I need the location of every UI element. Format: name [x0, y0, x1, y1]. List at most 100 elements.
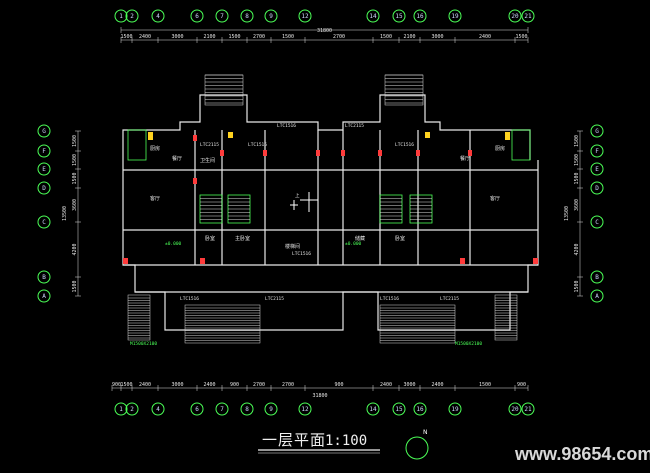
bottom-axis-bubble — [508, 402, 522, 416]
left-axis-bubble — [37, 289, 51, 303]
dimension-value: 4200 — [72, 243, 78, 255]
bottom-axis-label: 9 — [269, 406, 273, 413]
top-axis-bubble — [366, 9, 380, 23]
right-axis-label: C — [595, 219, 599, 226]
level-note: ±0.000 — [345, 241, 362, 247]
room-label-kitchen-right: 厨房 — [495, 145, 505, 152]
right-axis-bubble — [590, 162, 604, 176]
dimension-value: 900 — [230, 382, 239, 388]
right-axis-label: F — [595, 148, 599, 155]
left-axis-label: E — [42, 166, 46, 173]
right-axis-bubble — [590, 215, 604, 229]
dimension-value: 3600 — [72, 199, 78, 211]
window-tag: LTC1516 — [395, 142, 414, 148]
drawing-title-block: 一层平面 1:100 — [258, 431, 380, 454]
dimension-value: 1500 — [282, 34, 294, 40]
dimension-value: 3600 — [574, 199, 580, 211]
top-axis-bubble — [151, 9, 165, 23]
window-tag: LTC1516 — [380, 296, 399, 302]
right-axis-label: D — [595, 185, 599, 192]
room-label-dining-left: 餐厅 — [172, 155, 182, 162]
left-axis-bubble — [37, 270, 51, 284]
left-axis-bubble — [37, 144, 51, 158]
right-axis-label: A — [595, 293, 599, 300]
dimension-value: 2400 — [203, 382, 215, 388]
window-tag: LTC2115 — [265, 296, 284, 302]
bottom-axis-bubble — [114, 402, 128, 416]
bottom-axis-label: 6 — [195, 406, 199, 413]
bottom-axis-label: 14 — [369, 406, 377, 413]
right-axis-bubble — [590, 181, 604, 195]
left-axis-label: B — [42, 274, 46, 281]
dimension-value: 3000 — [431, 34, 443, 40]
door-note: M1500X2100 — [455, 341, 482, 347]
north-arrow-icon: N — [405, 429, 429, 460]
room-label-group: 厨房 餐厅 客厅 卫生间 卧室 主卧室 楼梯间 储藏 卧室 客厅 餐厅 厨房 — [150, 145, 505, 250]
window-tag: LTC2115 — [440, 296, 459, 302]
dimension-value: 3000 — [171, 382, 183, 388]
window-tag: LTC1516 — [248, 142, 267, 148]
window-tag: LTC1516 — [277, 123, 296, 129]
left-axis-label: G — [42, 128, 46, 135]
left-axis-bubble — [37, 215, 51, 229]
top-axis-label: 12 — [301, 13, 309, 20]
bottom-axis-label: 2 — [130, 406, 134, 413]
top-axis-label: 16 — [416, 13, 424, 20]
right-axis-bubble — [590, 289, 604, 303]
bottom-axis-label: 21 — [524, 406, 532, 413]
left-axis-bubble — [37, 181, 51, 195]
dimension-total: 31800 — [312, 393, 327, 399]
dimension-value: 2400 — [479, 34, 491, 40]
dimension-value: 2700 — [282, 382, 294, 388]
dimension-value: 1500 — [380, 34, 392, 40]
bottom-axis-label: 12 — [301, 406, 309, 413]
dimension-value: 2400 — [431, 382, 443, 388]
top-axis-label: 20 — [511, 13, 519, 20]
room-label-dining-right: 餐厅 — [460, 155, 470, 162]
stair-note: 上 — [295, 192, 300, 199]
bottom-axis-label: 19 — [451, 406, 459, 413]
room-label-bath-left: 卫生间 — [200, 157, 215, 164]
top-axis-label: 7 — [220, 13, 224, 20]
top-axis-bubble — [392, 9, 406, 23]
dimension-total: 13500 — [564, 206, 570, 221]
dimension-value: 2700 — [253, 382, 265, 388]
bottom-axis-bubble — [413, 402, 427, 416]
bottom-axis-bubble — [215, 402, 229, 416]
dimension-value: 1500 — [72, 172, 78, 184]
top-axis-bubble — [298, 9, 312, 23]
hatch-blocks — [127, 294, 518, 344]
wall-highlights — [123, 135, 538, 264]
left-axis-label: C — [42, 219, 46, 226]
top-axis-bubble — [190, 9, 204, 23]
left-axis-label: F — [42, 148, 46, 155]
room-label-living-left: 客厅 — [150, 195, 160, 202]
right-axis-label: G — [595, 128, 599, 135]
dimension-value: 2700 — [253, 34, 265, 40]
dimension-value: 1500 — [120, 34, 132, 40]
dimension-value: 900 — [517, 382, 526, 388]
window-tags: LTC1516 LTC2115 LTC1516 LTC2115 LTC1516 … — [180, 123, 459, 302]
top-axis-label: 4 — [156, 13, 160, 20]
dimension-value: 2100 — [203, 34, 215, 40]
level-note: ±0.000 — [165, 241, 182, 247]
top-axis-bubble — [264, 9, 278, 23]
room-label-bedroom-right: 卧室 — [395, 235, 405, 242]
room-label-living-right: 客厅 — [490, 195, 500, 202]
right-axis-bubble — [590, 270, 604, 284]
room-label-storage: 储藏 — [355, 235, 365, 242]
dimension-value: 1500 — [515, 34, 527, 40]
top-axis-bubble — [521, 9, 535, 23]
bottom-axis-bubble — [264, 402, 278, 416]
top-axis-label: 9 — [269, 13, 273, 20]
bottom-axis-label: 4 — [156, 406, 160, 413]
top-axis-label: 14 — [369, 13, 377, 20]
right-axis-label: B — [595, 274, 599, 281]
bottom-axis-bubble — [448, 402, 462, 416]
